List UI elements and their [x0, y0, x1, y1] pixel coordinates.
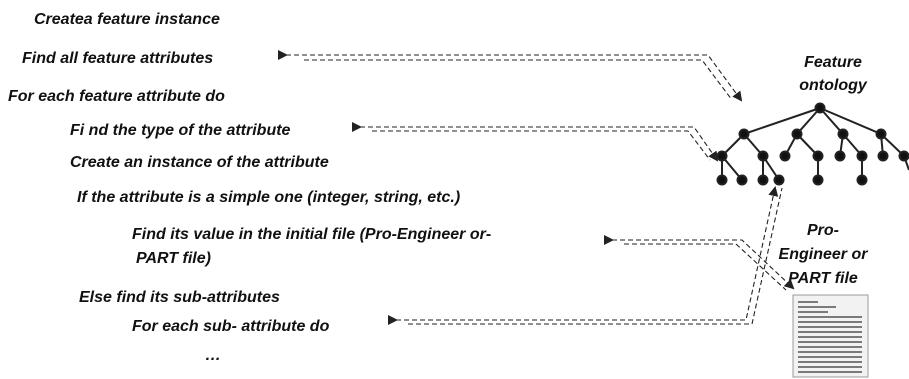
step-find-value-continued: PART file) — [136, 250, 211, 267]
arrow-value-to-part-file — [604, 235, 795, 290]
step-for-each-attribute: For each feature attribute do — [8, 88, 225, 105]
arrow-attributes-to-ontology — [278, 50, 743, 102]
part-file-document-icon — [792, 294, 869, 378]
arrow-sub-attribute-to-ontology — [388, 186, 779, 325]
step-else-find-sub-attributes: Else find its sub-attributes — [79, 289, 280, 306]
step-for-each-sub-attribute: For each sub- attribute do — [132, 318, 330, 335]
step-if-simple-attribute: If the attribute is a simple one (intege… — [77, 189, 461, 206]
step-create-feature-instance: Createa feature instance — [34, 11, 220, 28]
arrow-sub-attribute-to-ontology-return — [408, 187, 783, 325]
step-find-feature-attributes: Find all feature attributes — [22, 50, 214, 67]
step-find-attribute-type: Fi nd the type of the attribute — [70, 122, 291, 139]
arrow-type-to-ontology-return — [372, 130, 711, 161]
feature-ontology-label-line1: Feature — [804, 54, 862, 71]
step-create-attribute-instance: Create an instance of the attribute — [70, 154, 329, 171]
feature-ontology-tree-icon — [716, 102, 909, 186]
part-file-label: Pro- Engineer or PART file — [758, 219, 888, 291]
feature-ontology-label: Feature ontology — [768, 51, 898, 97]
feature-ontology-label-line2: ontology — [799, 77, 867, 94]
part-file-label-line3: PART file — [788, 270, 858, 287]
part-file-label-line1: Pro- — [807, 222, 839, 239]
step-ellipsis: … — [205, 347, 221, 364]
arrow-attributes-to-ontology-return — [304, 59, 733, 101]
part-file-label-line2: Engineer or — [778, 246, 868, 263]
arrow-type-to-ontology — [352, 122, 719, 162]
